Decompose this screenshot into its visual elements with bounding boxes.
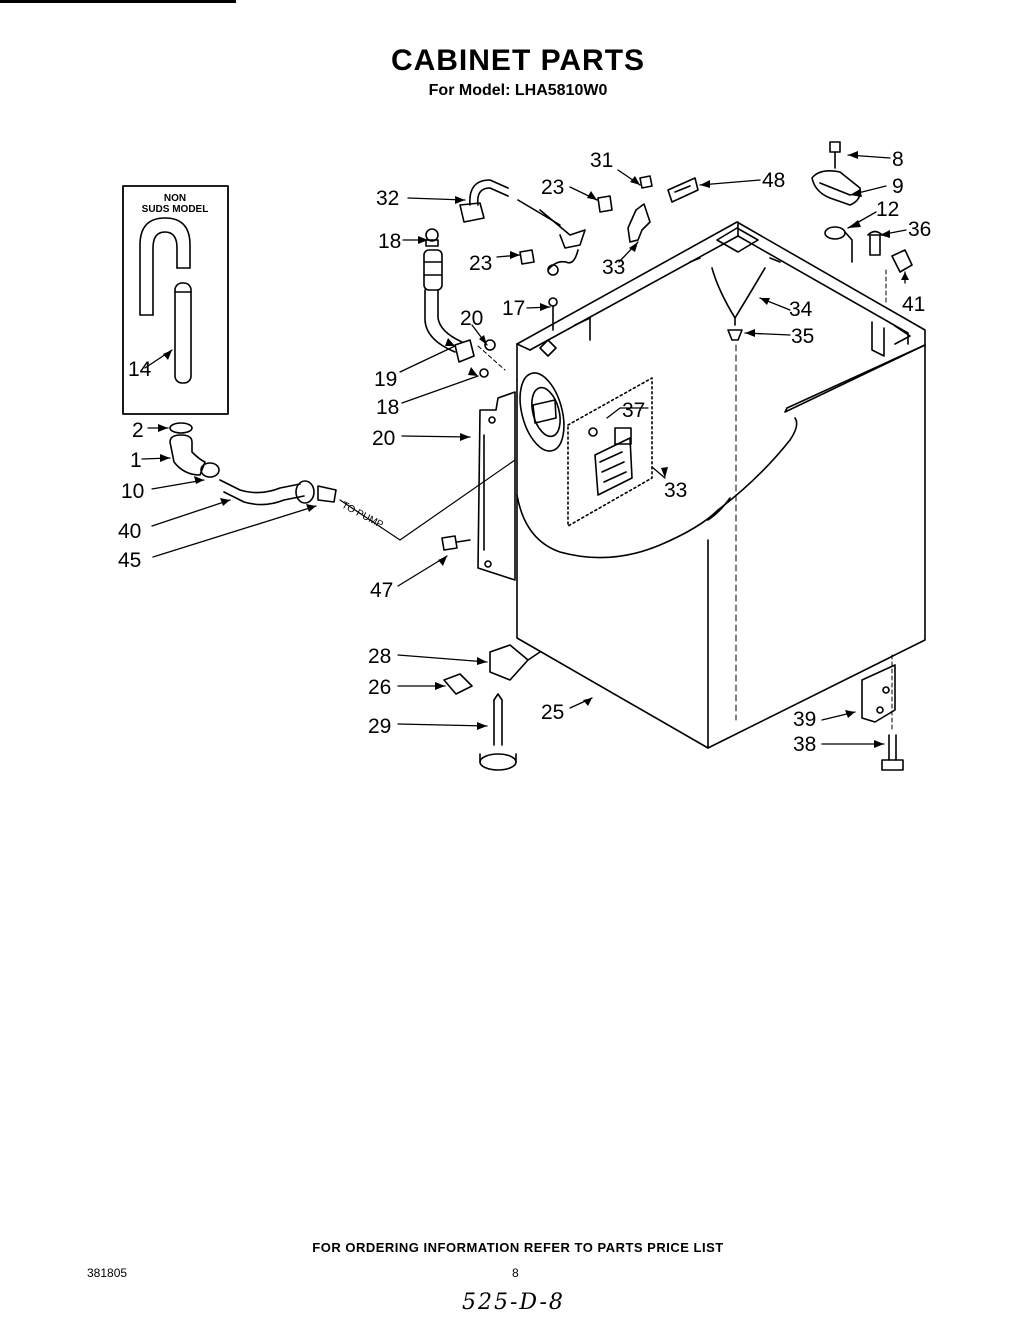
callout-10: 10 [121, 480, 144, 503]
inlet-hose [423, 228, 506, 378]
ordering-note: FOR ORDERING INFORMATION REFER TO PARTS … [312, 1240, 724, 1255]
callout-31: 33 [602, 256, 625, 279]
callout-29: 29 [368, 715, 391, 738]
callout-37: 37 [622, 399, 645, 422]
handwritten-note: 525-D-8 [462, 1290, 565, 1315]
drain-hose-assembly [169, 422, 516, 541]
suspension-spring [711, 267, 766, 721]
callout-25: 25 [541, 701, 564, 724]
callout-36: 36 [908, 218, 931, 241]
callout-26: 26 [368, 676, 391, 699]
callout-18: 18 [376, 396, 399, 419]
callout-39: 39 [793, 708, 816, 731]
callout-34: 34 [789, 298, 813, 321]
callout-20: 20 [372, 427, 395, 450]
callout-1: 1 [130, 449, 142, 472]
callout-48: 48 [762, 169, 785, 192]
switch-assembly [567, 377, 653, 527]
cabinet [516, 221, 926, 749]
screw-47 [441, 535, 471, 551]
callout-8: 8 [892, 148, 904, 171]
callout-47: 47 [370, 579, 393, 602]
inset-label-line2: SUDS MODEL [142, 204, 209, 215]
callout-23a: 23 [541, 176, 564, 199]
callout-19: 20 [460, 307, 483, 330]
document-number: 381805 [87, 1266, 128, 1280]
page-title: CABINET PARTS [390, 44, 646, 77]
top-rule-segment [210, 0, 236, 3]
bottom-parts [443, 644, 904, 771]
callout-2: 2 [132, 419, 144, 442]
pump-note: TO PUMP [340, 500, 386, 531]
inset-label-line1: NON [164, 193, 186, 204]
callout-14: 14 [128, 358, 152, 381]
top-rule [0, 0, 236, 3]
callout-41: 41 [902, 293, 925, 316]
callout-35: 35 [791, 325, 814, 348]
callout-40: 40 [118, 520, 141, 543]
callout-17: 19 [374, 368, 397, 391]
callout-9: 9 [892, 175, 904, 198]
non-suds-inset [122, 185, 229, 415]
screw-15 [548, 297, 558, 331]
page-number: 8 [512, 1266, 519, 1280]
callout-38: 38 [793, 733, 816, 756]
right-top-parts [811, 141, 913, 306]
callout-16: 18 [378, 230, 401, 253]
callout-numbers: 8 9 12 36 41 48 31 23 32 18 23 33 17 20 … [118, 148, 931, 756]
callout-12: 12 [876, 198, 899, 221]
callout-30: 31 [590, 149, 613, 172]
arrowheads [158, 151, 909, 748]
upper-components [459, 175, 699, 276]
model-subtitle: For Model: LHA5810W0 [428, 82, 608, 99]
callout-32: 32 [376, 187, 399, 210]
callout-28: 28 [368, 645, 391, 668]
callout-23b: 23 [469, 252, 492, 275]
callout-33: 33 [664, 479, 687, 502]
callout-15: 17 [502, 297, 525, 320]
rear-panel [477, 391, 516, 581]
callout-45: 45 [118, 549, 141, 572]
